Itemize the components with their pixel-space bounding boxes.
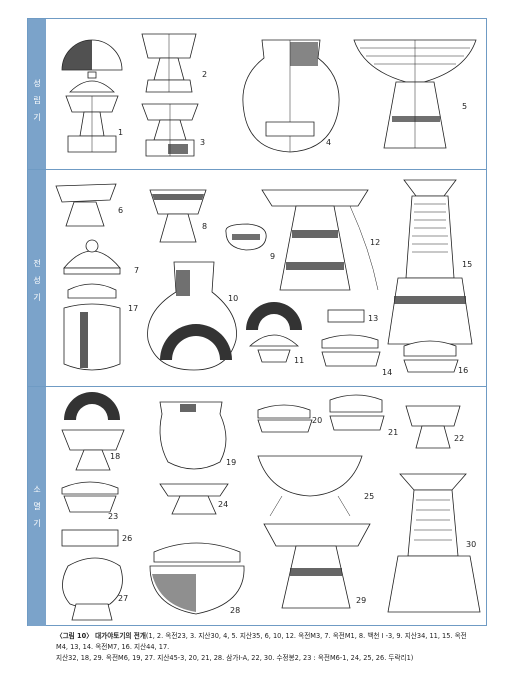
item-number: 7 bbox=[134, 266, 140, 275]
figure-caption: 〈그림 10〉 대가야토기의 전개(1, 2. 옥전23, 3. 지산30, 4… bbox=[56, 631, 476, 664]
item-number: 10 bbox=[228, 294, 239, 303]
vessel-20 bbox=[257, 404, 313, 433]
item-number: 23 bbox=[108, 512, 119, 521]
caption-title: 〈그림 10〉 대가야토기의 전개 bbox=[56, 632, 146, 640]
item-number: 14 bbox=[382, 368, 393, 377]
item-number: 21 bbox=[388, 428, 399, 437]
vessel-29 bbox=[263, 523, 371, 609]
item-number: 15 bbox=[462, 260, 473, 269]
band-spread bbox=[28, 170, 46, 386]
vessel-16 bbox=[403, 340, 459, 373]
vessel-13 bbox=[327, 309, 365, 323]
item-number: 4 bbox=[326, 138, 332, 147]
caption-line-2: 지산32, 18, 29. 옥전M6, 19, 27. 지산45-3, 20, … bbox=[56, 654, 414, 662]
item-number: 9 bbox=[270, 252, 276, 261]
item-number: 25 bbox=[364, 492, 375, 501]
vessel-25 bbox=[257, 455, 363, 517]
vessel-5 bbox=[353, 39, 477, 149]
item-number: 1 bbox=[118, 128, 124, 137]
item-number: 5 bbox=[462, 102, 468, 111]
item-number: 28 bbox=[230, 606, 241, 615]
section-divider bbox=[28, 169, 486, 170]
vessel-28 bbox=[149, 542, 245, 615]
item-number: 29 bbox=[356, 596, 367, 605]
item-number: 17 bbox=[128, 304, 139, 313]
item-number: 20 bbox=[312, 416, 323, 425]
vessel-27 bbox=[62, 557, 123, 621]
item-number: 19 bbox=[226, 458, 237, 467]
item-number: 22 bbox=[454, 434, 465, 443]
vessel-23 bbox=[61, 481, 119, 513]
vessel-12 bbox=[261, 189, 379, 291]
vessel-7 bbox=[63, 239, 121, 275]
caption-line-1: (1, 2. 옥전23, 3. 지산30, 4, 5. 지산35, 6, 10,… bbox=[56, 632, 467, 651]
vessel-1 bbox=[61, 39, 123, 153]
vessel-4 bbox=[242, 39, 340, 153]
vessel-14 bbox=[321, 334, 381, 367]
section-divider bbox=[28, 386, 486, 387]
item-number: 3 bbox=[200, 138, 206, 147]
vessel-6 bbox=[55, 183, 117, 227]
vessel-11 bbox=[246, 302, 302, 363]
band-formation bbox=[28, 19, 46, 169]
item-number: 24 bbox=[218, 500, 229, 509]
vessel-24 bbox=[159, 483, 229, 515]
vessel-22 bbox=[405, 405, 461, 449]
item-number: 12 bbox=[370, 238, 381, 247]
item-number: 13 bbox=[368, 314, 379, 323]
item-number: 30 bbox=[466, 540, 477, 549]
band-decline bbox=[28, 387, 46, 626]
item-number: 18 bbox=[110, 452, 121, 461]
item-number: 6 bbox=[118, 206, 124, 215]
item-number: 2 bbox=[202, 70, 208, 79]
item-number: 27 bbox=[118, 594, 129, 603]
vessel-15 bbox=[387, 179, 473, 345]
vessel-26 bbox=[61, 529, 119, 547]
vessel-3 bbox=[141, 103, 199, 157]
item-number: 8 bbox=[202, 222, 208, 231]
vessel-9 bbox=[225, 223, 267, 251]
vessel-30 bbox=[387, 473, 481, 613]
vessel-2 bbox=[141, 33, 197, 93]
vessel-19 bbox=[159, 401, 227, 470]
vessel-8 bbox=[149, 189, 207, 243]
vessel-10 bbox=[147, 261, 237, 371]
item-number: 11 bbox=[294, 356, 305, 365]
item-number: 26 bbox=[122, 534, 133, 543]
item-number: 16 bbox=[458, 366, 469, 375]
vessel-17 bbox=[63, 283, 121, 371]
vessel-21 bbox=[329, 394, 385, 431]
vessel-18 bbox=[61, 392, 125, 471]
